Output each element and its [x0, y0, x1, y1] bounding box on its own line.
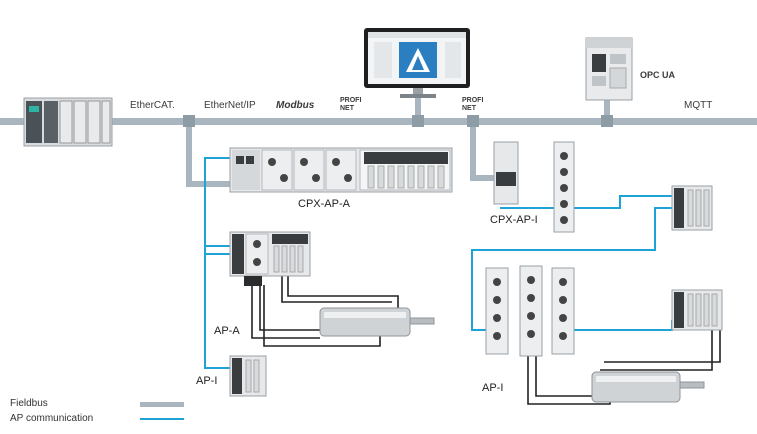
junction-1	[183, 115, 195, 127]
legend-ap-line	[140, 418, 184, 420]
fieldbus-branch-cpx-ap-a	[186, 122, 192, 186]
label-ap-i-left: AP-I	[196, 375, 218, 387]
ap-a-device	[229, 231, 311, 286]
pneumatic-cylinder-left	[319, 307, 435, 337]
protocol-ethercat: EtherCAT.	[130, 100, 175, 111]
label-cpx-ap-a: CPX-AP-A	[298, 198, 350, 210]
monitor-icon	[364, 28, 470, 98]
pneumatic-cylinder-right	[591, 371, 705, 403]
junction-3	[467, 115, 479, 127]
ap-i-left-device	[229, 355, 267, 397]
fieldbus-branch-cpx-ap-a-h	[186, 181, 234, 187]
legend-fieldbus-line	[140, 402, 184, 407]
ap-i-right-devices	[485, 265, 575, 357]
protocol-mqtt: MQTT	[684, 100, 713, 111]
fieldbus-branch-gateway	[604, 100, 610, 122]
fieldbus-branch-cpx-ap-i-h	[470, 175, 500, 181]
junction-4	[601, 115, 613, 127]
label-ap-i-right: AP-I	[482, 382, 504, 394]
junction-2	[412, 115, 424, 127]
plc-controller	[23, 97, 113, 147]
protocol-profinet-1: PROFI NET	[340, 97, 362, 112]
valve-terminal-upper-right	[671, 185, 713, 231]
legend-ap-communication-label: AP communication	[10, 413, 94, 424]
protocol-opcua: OPC UA	[640, 70, 676, 80]
valve-terminal-lower-right	[671, 289, 723, 331]
fieldbus-branch-monitor	[415, 96, 421, 122]
gateway-device	[585, 37, 633, 101]
fieldbus-main-line	[0, 118, 757, 125]
label-cpx-ap-i: CPX-AP-I	[490, 214, 538, 226]
cpx-ap-i-device	[493, 141, 575, 233]
cpx-ap-a-device	[229, 147, 453, 193]
protocol-ethernetip: EtherNet/IP	[204, 100, 256, 111]
fieldbus-branch-cpx-ap-i	[470, 122, 476, 180]
label-ap-a: AP-A	[214, 325, 240, 337]
protocol-profinet-2: PROFI NET	[462, 97, 484, 112]
legend-fieldbus-label: Fieldbus	[10, 398, 48, 409]
protocol-modbus: Modbus	[276, 100, 315, 111]
